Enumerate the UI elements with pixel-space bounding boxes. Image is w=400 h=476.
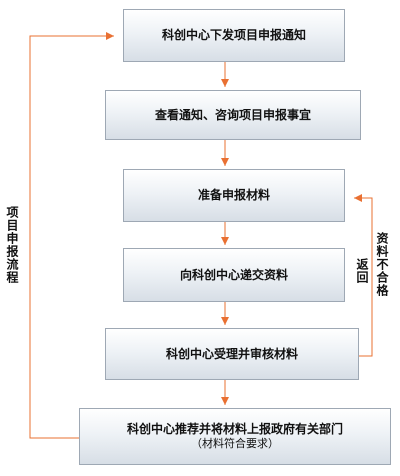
loop-action-label: 返回: [355, 258, 369, 284]
step-2-box: 查看通知、咨询项目申报事宜: [105, 90, 361, 140]
step-6-box: 科创中心推荐并将材料上报政府有关部门 （材料符合要求）: [79, 408, 391, 465]
outer-process-connector: [29, 32, 114, 439]
side-process-label: 项目申报流程: [5, 206, 19, 284]
step-1-box: 科创中心下发项目申报通知: [123, 9, 345, 62]
step-4-box: 向科创中心递交资料: [123, 248, 345, 302]
step-6-label: 科创中心推荐并将材料上报政府有关部门: [126, 421, 343, 436]
step-3-box: 准备申报材料: [123, 169, 345, 222]
return-loop-connector: [354, 194, 373, 357]
step-3-label: 准备申报材料: [197, 188, 270, 203]
step-5-label: 科创中心受理并审核材料: [165, 346, 298, 361]
step-5-box: 科创中心受理并审核材料: [105, 328, 359, 380]
step-6-sublabel: （材料符合要求）: [191, 437, 279, 451]
step-1-label: 科创中心下发项目申报通知: [161, 28, 306, 43]
step-2-label: 查看通知、咨询项目申报事宜: [154, 107, 311, 122]
loop-reason-label: 资料不合格: [375, 232, 389, 297]
step-4-label: 向科创中心递交资料: [179, 267, 288, 282]
